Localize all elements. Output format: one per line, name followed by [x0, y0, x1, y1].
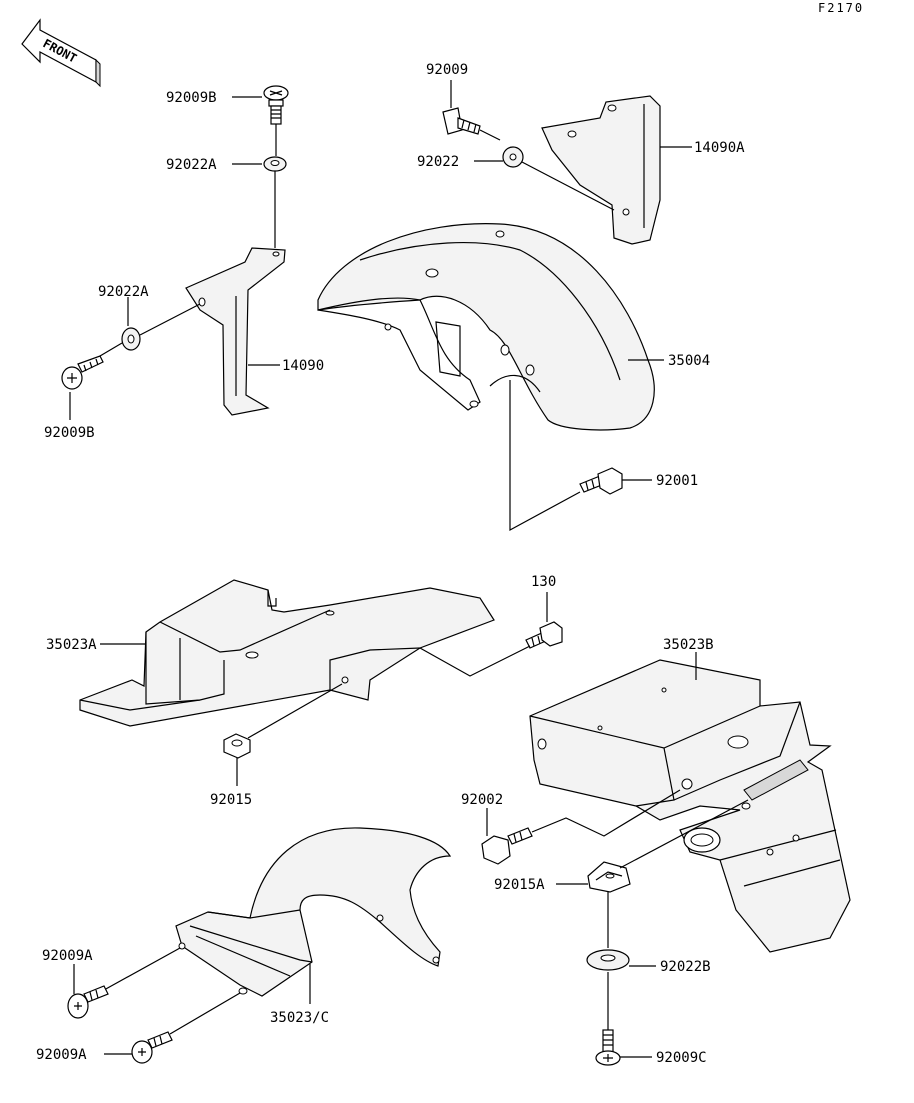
- bolt-130: [525, 621, 563, 649]
- screw-92009C: [595, 1029, 621, 1066]
- screw-92009A-top: [67, 985, 109, 1019]
- label-92015: 92015: [210, 792, 252, 808]
- nut-92015: [223, 733, 251, 759]
- bolt-92002: [481, 827, 533, 865]
- label-92009A-bottom: 92009A: [36, 1047, 87, 1063]
- screw-92009B-left: [61, 355, 104, 390]
- label-92015A: 92015A: [494, 877, 545, 893]
- label-92009B-left: 92009B: [44, 425, 95, 441]
- label-92002: 92002: [461, 792, 503, 808]
- label-92022: 92022: [417, 154, 459, 170]
- washer-92022A-top: [263, 156, 287, 172]
- diagram-code: F2170: [818, 1, 864, 15]
- bolt-92001: [579, 467, 623, 495]
- label-35004: 35004: [668, 353, 710, 369]
- front-arrow-icon: FRONT: [21, 18, 101, 88]
- label-92001: 92001: [656, 473, 698, 489]
- clip-nut-92015A: [587, 861, 631, 893]
- inner-fender-35023A: [79, 579, 495, 727]
- label-130: 130: [531, 574, 556, 590]
- bracket-14090: [185, 247, 286, 416]
- label-92022A-left: 92022A: [98, 284, 149, 300]
- label-92022A-top: 92022A: [166, 157, 217, 173]
- bracket-14090A: [541, 95, 661, 245]
- front-fender-35004: [317, 223, 655, 431]
- label-35023B: 35023B: [663, 637, 714, 653]
- washer-92022: [502, 146, 524, 168]
- label-92009B-top: 92009B: [166, 90, 217, 106]
- rear-hugger-35023C: [175, 827, 452, 997]
- label-35023A: 35023A: [46, 637, 97, 653]
- screw-92009B-top: [263, 85, 289, 125]
- label-92009A-top: 92009A: [42, 948, 93, 964]
- label-14090A: 14090A: [694, 140, 745, 156]
- label-14090: 14090: [282, 358, 324, 374]
- screw-92009: [442, 107, 481, 135]
- label-92009: 92009: [426, 62, 468, 78]
- rear-fender-35023B: [529, 659, 851, 953]
- label-92022B: 92022B: [660, 959, 711, 975]
- washer-92022A-left: [121, 327, 141, 351]
- washer-92022B: [586, 949, 630, 971]
- screw-92009A-bottom: [131, 1031, 173, 1064]
- label-92009C: 92009C: [656, 1050, 707, 1066]
- label-35023C: 35023/C: [270, 1010, 329, 1026]
